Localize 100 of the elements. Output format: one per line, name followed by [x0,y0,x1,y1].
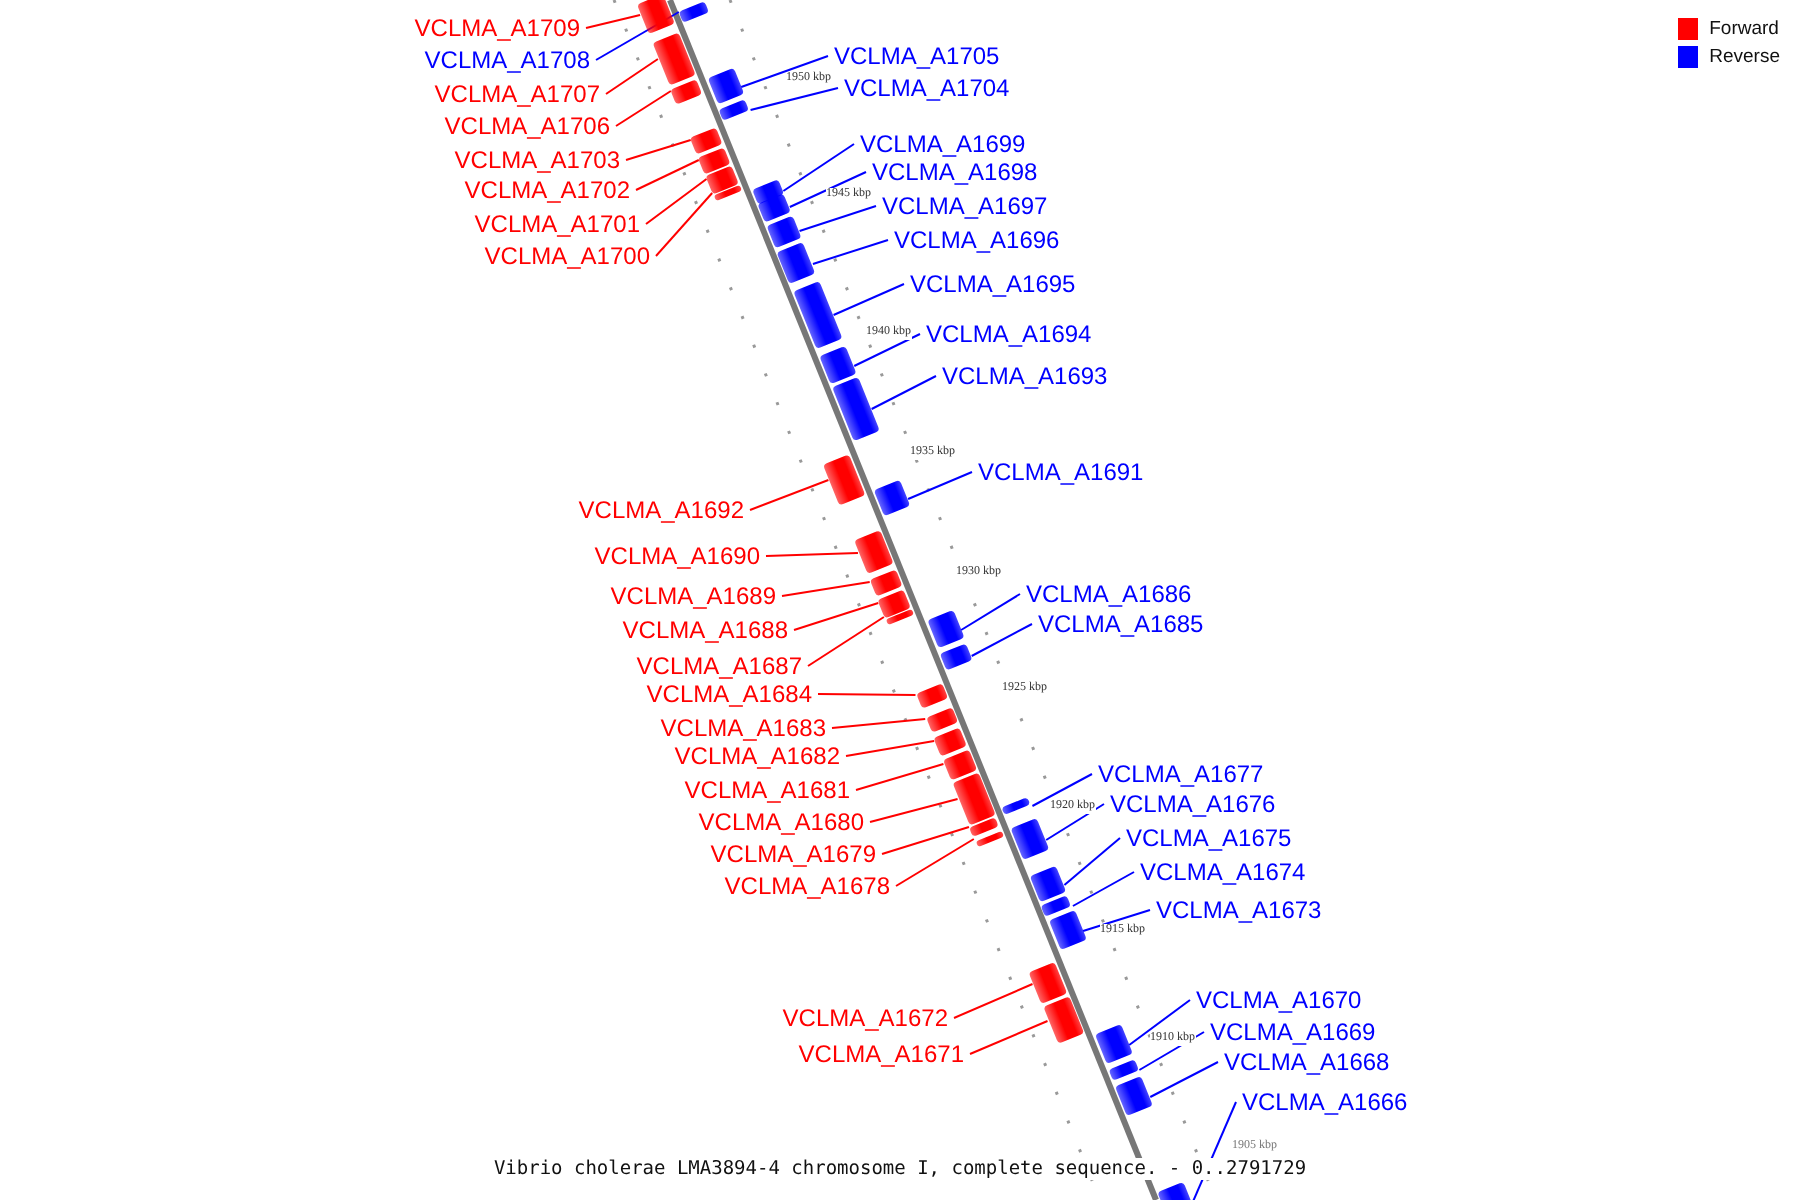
gene-label: VCLMA_A1691 [978,458,1144,486]
gene-label: VCLMA_A1704 [844,74,1010,102]
gene-label: VCLMA_A1668 [1224,1048,1390,1076]
gene-label: VCLMA_A1684 [646,680,812,708]
gene-label: VCLMA_A1700 [484,242,650,270]
leader-line [960,593,1021,631]
leader-line [969,1020,1049,1055]
gene-block [926,610,964,650]
gene-label: VCLMA_A1692 [578,496,744,524]
gene-block [792,280,843,350]
gene-block [719,98,750,122]
leader-line [953,983,1034,1019]
gene-block [690,126,723,154]
leader-line [853,333,921,367]
gene-label: VCLMA_A1709 [414,14,580,42]
gene-label: VCLMA_A1680 [698,808,864,836]
caption: Vibrio cholerae LMA3894-4 chromosome I, complete sequence. - 0..2791729 [489,1158,1311,1180]
gene-label: VCLMA_A1669 [1210,1018,1376,1046]
gene-label: VCLMA_A1696 [894,226,1060,254]
gene-label: VCLMA_A1682 [674,742,840,770]
gene-label: VCLMA_A1695 [910,270,1076,298]
leader-line [869,798,959,823]
leader-line [1071,871,1135,907]
leader-line [605,58,659,95]
gene-label: VCLMA_A1666 [1242,1088,1408,1116]
gene-label: VCLMA_A1703 [454,146,620,174]
gene-label: VCLMA_A1705 [834,42,1000,70]
gene-label: VCLMA_A1685 [1038,610,1204,638]
gene-label: VCLMA_A1698 [872,158,1038,186]
gene-label: VCLMA_A1678 [724,872,890,900]
leader-line [781,581,871,597]
gene-label: VCLMA_A1688 [622,616,788,644]
gene-block [637,0,676,36]
gene-label: VCLMA_A1687 [636,652,802,680]
leader-line [1031,773,1093,807]
gene-label: VCLMA_A1708 [424,46,590,74]
leader-line [749,479,830,511]
leader-line [970,623,1033,657]
leader-line [793,602,880,631]
gene-label: VCLMA_A1706 [444,112,610,140]
gene-block [915,682,948,708]
leader-line [855,763,945,791]
gene-block [873,480,911,518]
gene-label: VCLMA_A1697 [882,192,1048,220]
gene-label: VCLMA_A1702 [464,176,630,204]
gene-label: VCLMA_A1675 [1126,824,1292,852]
leader-line [765,552,859,557]
leader-line [811,239,889,265]
gene-label: VCLMA_A1707 [434,80,600,108]
leader-line [1128,999,1191,1046]
leader-line [798,205,877,232]
leader-line [749,87,839,111]
leader-line [1045,803,1105,841]
leader-line [788,171,867,208]
leader-line [585,14,642,29]
legend-label: Reverse [1709,46,1780,68]
gene-label: VCLMA_A1690 [594,542,760,570]
gene-label: VCLMA_A1673 [1156,896,1322,924]
gene-label: VCLMA_A1699 [860,130,1026,158]
gene-label: VCLMA_A1693 [942,362,1108,390]
leader-line [845,740,936,757]
gene-block [679,0,711,24]
gene-block [975,830,1004,848]
gene-label: VCLMA_A1676 [1110,790,1276,818]
gene-block [854,530,894,576]
leader-line [1063,837,1121,886]
leader-line [881,826,970,855]
gene-label: VCLMA_A1670 [1196,986,1362,1014]
gene-label: VCLMA_A1694 [926,320,1092,348]
leader-line [907,471,973,500]
leader-line [832,283,905,316]
gene-block [1115,1076,1154,1118]
leader-line [895,838,975,887]
leader-line [782,143,855,192]
gene-label: VCLMA_A1701 [474,210,640,238]
gene-label: VCLMA_A1677 [1098,760,1264,788]
gene-label: VCLMA_A1671 [798,1040,964,1068]
leader-line [870,375,937,410]
leader-line [635,159,700,191]
gene-block [1094,1024,1133,1066]
leader-line [655,192,714,257]
gene-label: VCLMA_A1683 [660,714,826,742]
gene-block [1010,818,1050,862]
leader-line [831,718,927,729]
gene-label: VCLMA_A1681 [684,776,850,804]
leader-line [1082,909,1151,932]
leader-line [1138,1031,1205,1071]
gene-label: VCLMA_A1686 [1026,580,1192,608]
gene-label: VCLMA_A1679 [710,840,876,868]
gene-label: VCLMA_A1689 [610,582,776,610]
leader-line [645,178,708,225]
legend-label: Forward [1709,18,1779,40]
gene-label: VCLMA_A1672 [782,1004,948,1032]
gene-block [869,568,902,596]
gene-label: VCLMA_A1674 [1140,858,1306,886]
gene-block [1001,796,1031,816]
leader-line [807,616,885,667]
leader-line [817,693,917,696]
leader-line [615,90,672,127]
leader-line [1149,1061,1219,1098]
